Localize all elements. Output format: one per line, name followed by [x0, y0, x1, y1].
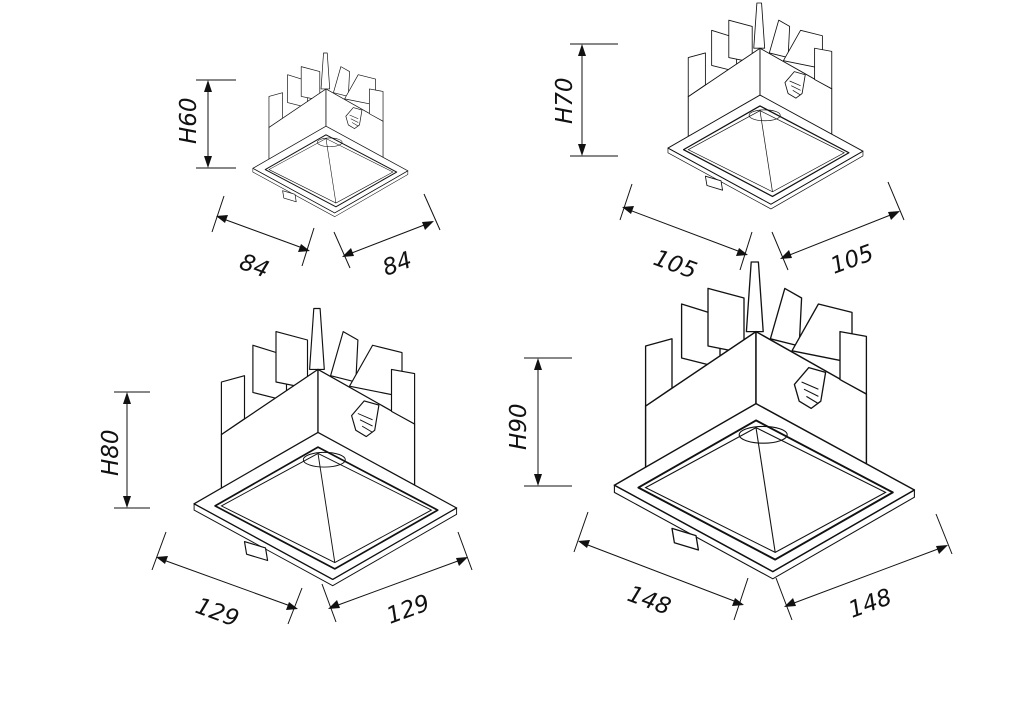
fixture-small: H60 84 84 [176, 52, 441, 284]
width-label: 84 [236, 249, 272, 283]
fixture-xlarge: H90 148 148 [506, 261, 953, 624]
height-label: H90 [506, 403, 532, 450]
width-dimension: 105 [619, 183, 753, 285]
fixture-medium: H70 105 105 [552, 2, 905, 285]
height-label: H70 [552, 77, 578, 124]
depth-label: 148 [845, 584, 895, 623]
depth-dimension: 84 [333, 193, 441, 282]
width-label: 148 [624, 581, 674, 620]
height-dimension: H80 [98, 391, 150, 509]
depth-label: 129 [383, 590, 433, 629]
fixture-large: H80 129 129 [98, 307, 473, 633]
height-dimension: H60 [176, 79, 236, 169]
depth-label: 84 [379, 247, 415, 281]
width-label: 129 [192, 593, 242, 632]
height-dimension: H70 [552, 43, 618, 157]
depth-label: 105 [827, 240, 877, 279]
height-dimension: H90 [506, 357, 572, 487]
height-label: H80 [98, 429, 124, 476]
height-label: H60 [176, 97, 202, 144]
width-label: 105 [650, 245, 700, 284]
width-dimension: 84 [211, 195, 315, 284]
